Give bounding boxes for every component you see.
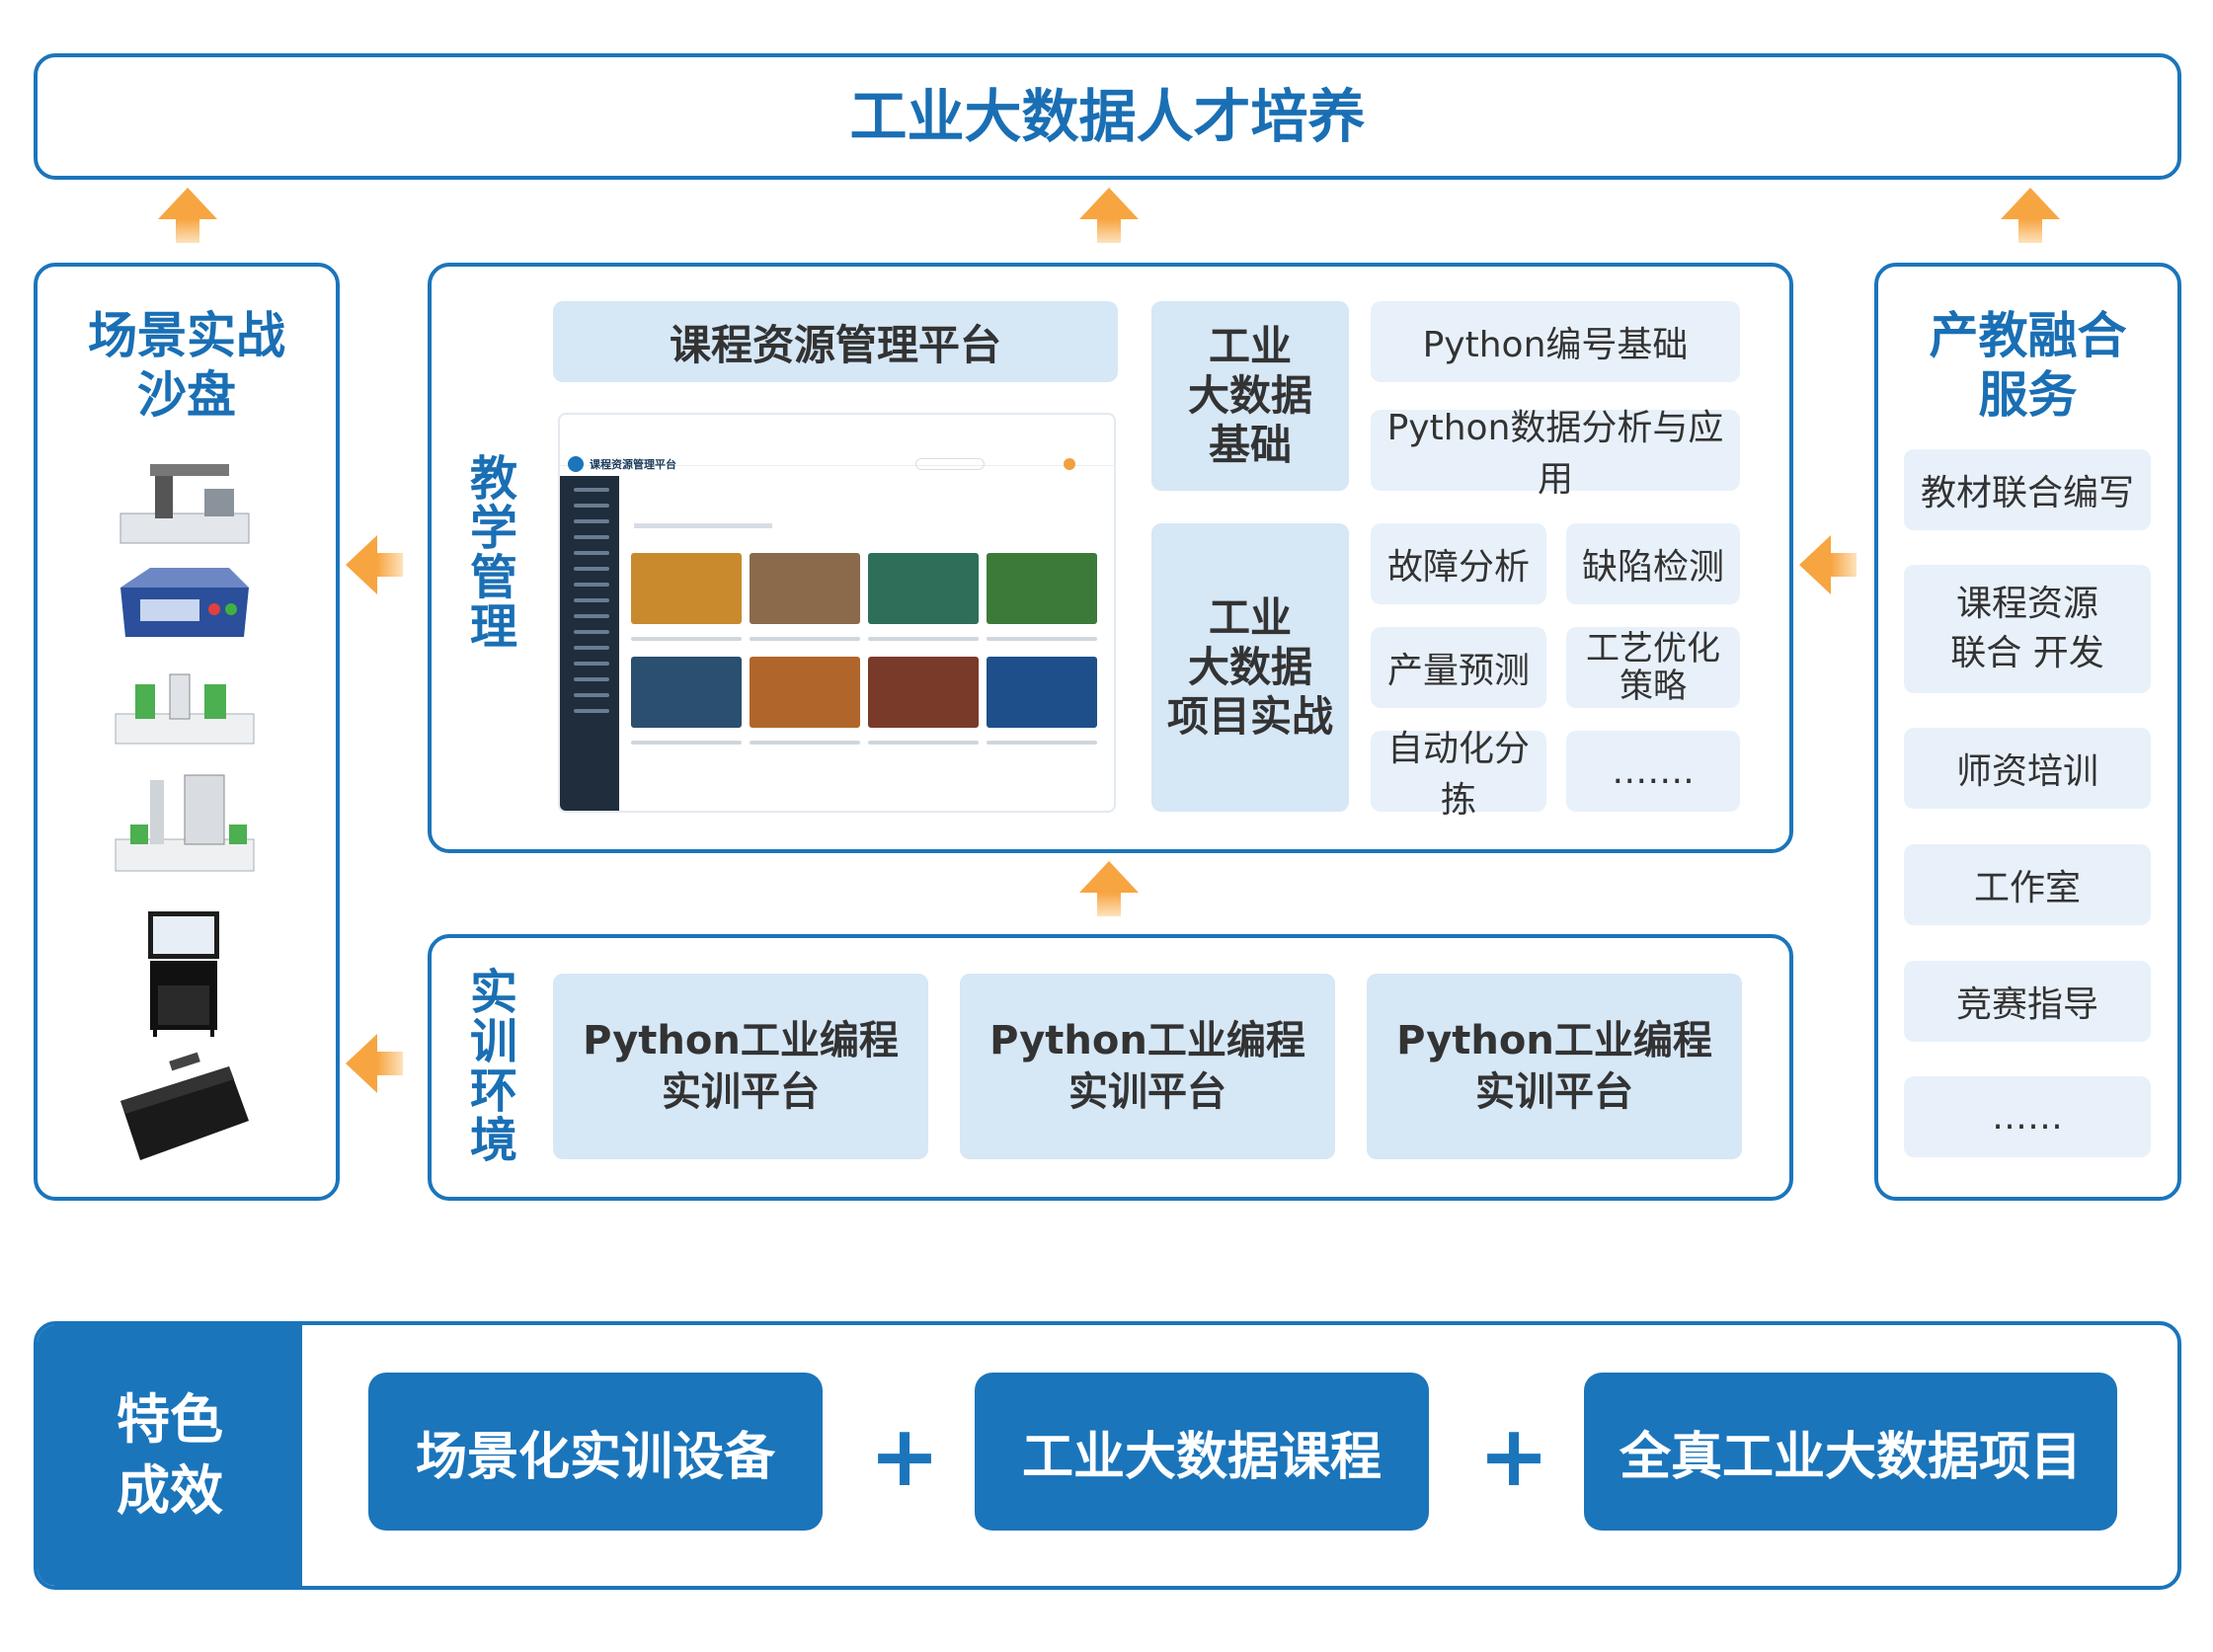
arrow-up-right [2001, 188, 2060, 243]
teaching-label: 教 学 管 理 [469, 451, 517, 655]
service-teacher-training: 师资培训 [1904, 728, 2151, 809]
basics-item-python-basics: Python编号基础 [1371, 301, 1740, 382]
screenshot-card-4 [987, 553, 1097, 624]
device-image-5 [111, 906, 259, 1040]
service-course-resource: 课程资源 联合 开发 [1904, 565, 2151, 693]
service-more: …… [1904, 1076, 2151, 1157]
screenshot-card-5 [631, 657, 742, 728]
screenshot-card-7 [868, 657, 979, 728]
arrow-left-training [346, 1034, 403, 1093]
left-panel-title: 场景实战 沙盘 [38, 306, 336, 425]
training-label: 实 训 环 境 [469, 965, 517, 1168]
screenshot-card-3 [868, 553, 979, 624]
feature-scenario-equipment: 场景化实训设备 [368, 1373, 823, 1531]
feature-plus-1: + [869, 1407, 941, 1506]
screenshot-logo-icon [568, 456, 584, 472]
device-image-1 [111, 454, 259, 553]
device-image-4 [111, 770, 259, 884]
device-image-2 [111, 558, 259, 652]
screenshot-card-8 [987, 657, 1097, 728]
big-data-projects: 工业 大数据 项目实战 [1151, 523, 1349, 812]
basics-item-python-analysis: Python数据分析与应用 [1371, 408, 1740, 500]
feature-plus-2: + [1478, 1407, 1550, 1506]
project-fault-analysis: 故障分析 [1371, 523, 1546, 604]
big-data-basics: 工业 大数据 基础 [1151, 301, 1349, 491]
left-panel-title-line1: 场景实战 [88, 307, 285, 364]
screenshot-header: 课程资源管理平台 [560, 415, 1114, 472]
right-panel-title-line2: 服务 [1978, 366, 2078, 424]
service-competition: 竞赛指导 [1904, 961, 2151, 1042]
arrow-up-middle [1079, 861, 1139, 916]
project-more: ……. [1566, 731, 1740, 812]
top-title: 工业大数据人才培养 [849, 83, 1366, 150]
screenshot-avatar [1064, 458, 1075, 470]
screenshot-search-input [915, 458, 985, 470]
arrow-left-services [1799, 535, 1857, 594]
project-yield-prediction: 产量预测 [1371, 627, 1546, 708]
project-auto-sorting: 自动化分拣 [1371, 729, 1546, 821]
feature-real-projects: 全真工业大数据项目 [1584, 1373, 2117, 1531]
project-process-optimization: 工艺优化 策略 [1566, 627, 1740, 708]
course-resource-platform: 课程资源管理平台 [553, 301, 1118, 382]
screenshot-tabs [634, 523, 772, 528]
training-platform-1: Python工业编程 实训平台 [553, 974, 928, 1159]
left-panel-title-line2: 沙盘 [137, 366, 236, 424]
right-panel-title: 产教融合 服务 [1878, 306, 2177, 425]
screenshot-card-6 [750, 657, 860, 728]
arrow-left-teaching [346, 535, 403, 594]
service-textbook: 教材联合编写 [1904, 449, 2151, 530]
screenshot-sidebar [560, 476, 619, 811]
service-studio: 工作室 [1904, 844, 2151, 925]
training-platform-2: Python工业编程 实训平台 [960, 974, 1335, 1159]
screenshot-title: 课程资源管理平台 [590, 458, 676, 471]
arrow-up-left [158, 188, 217, 243]
feature-bigdata-course: 工业大数据课程 [975, 1373, 1429, 1531]
training-platform-3: Python工业编程 实训平台 [1367, 974, 1742, 1159]
screenshot-card-1 [631, 553, 742, 624]
right-panel-title-line1: 产教融合 [1929, 307, 2127, 364]
device-image-6 [111, 1052, 259, 1170]
screenshot-card-2 [750, 553, 860, 624]
top-title-frame: 工业大数据人才培养 [34, 53, 2181, 180]
device-image-3 [111, 660, 259, 753]
project-defect-detection: 缺陷检测 [1566, 523, 1740, 604]
features-label: 特色 成效 [38, 1325, 302, 1586]
arrow-up-center [1079, 188, 1139, 243]
platform-screenshot: 课程资源管理平台 [558, 413, 1116, 813]
